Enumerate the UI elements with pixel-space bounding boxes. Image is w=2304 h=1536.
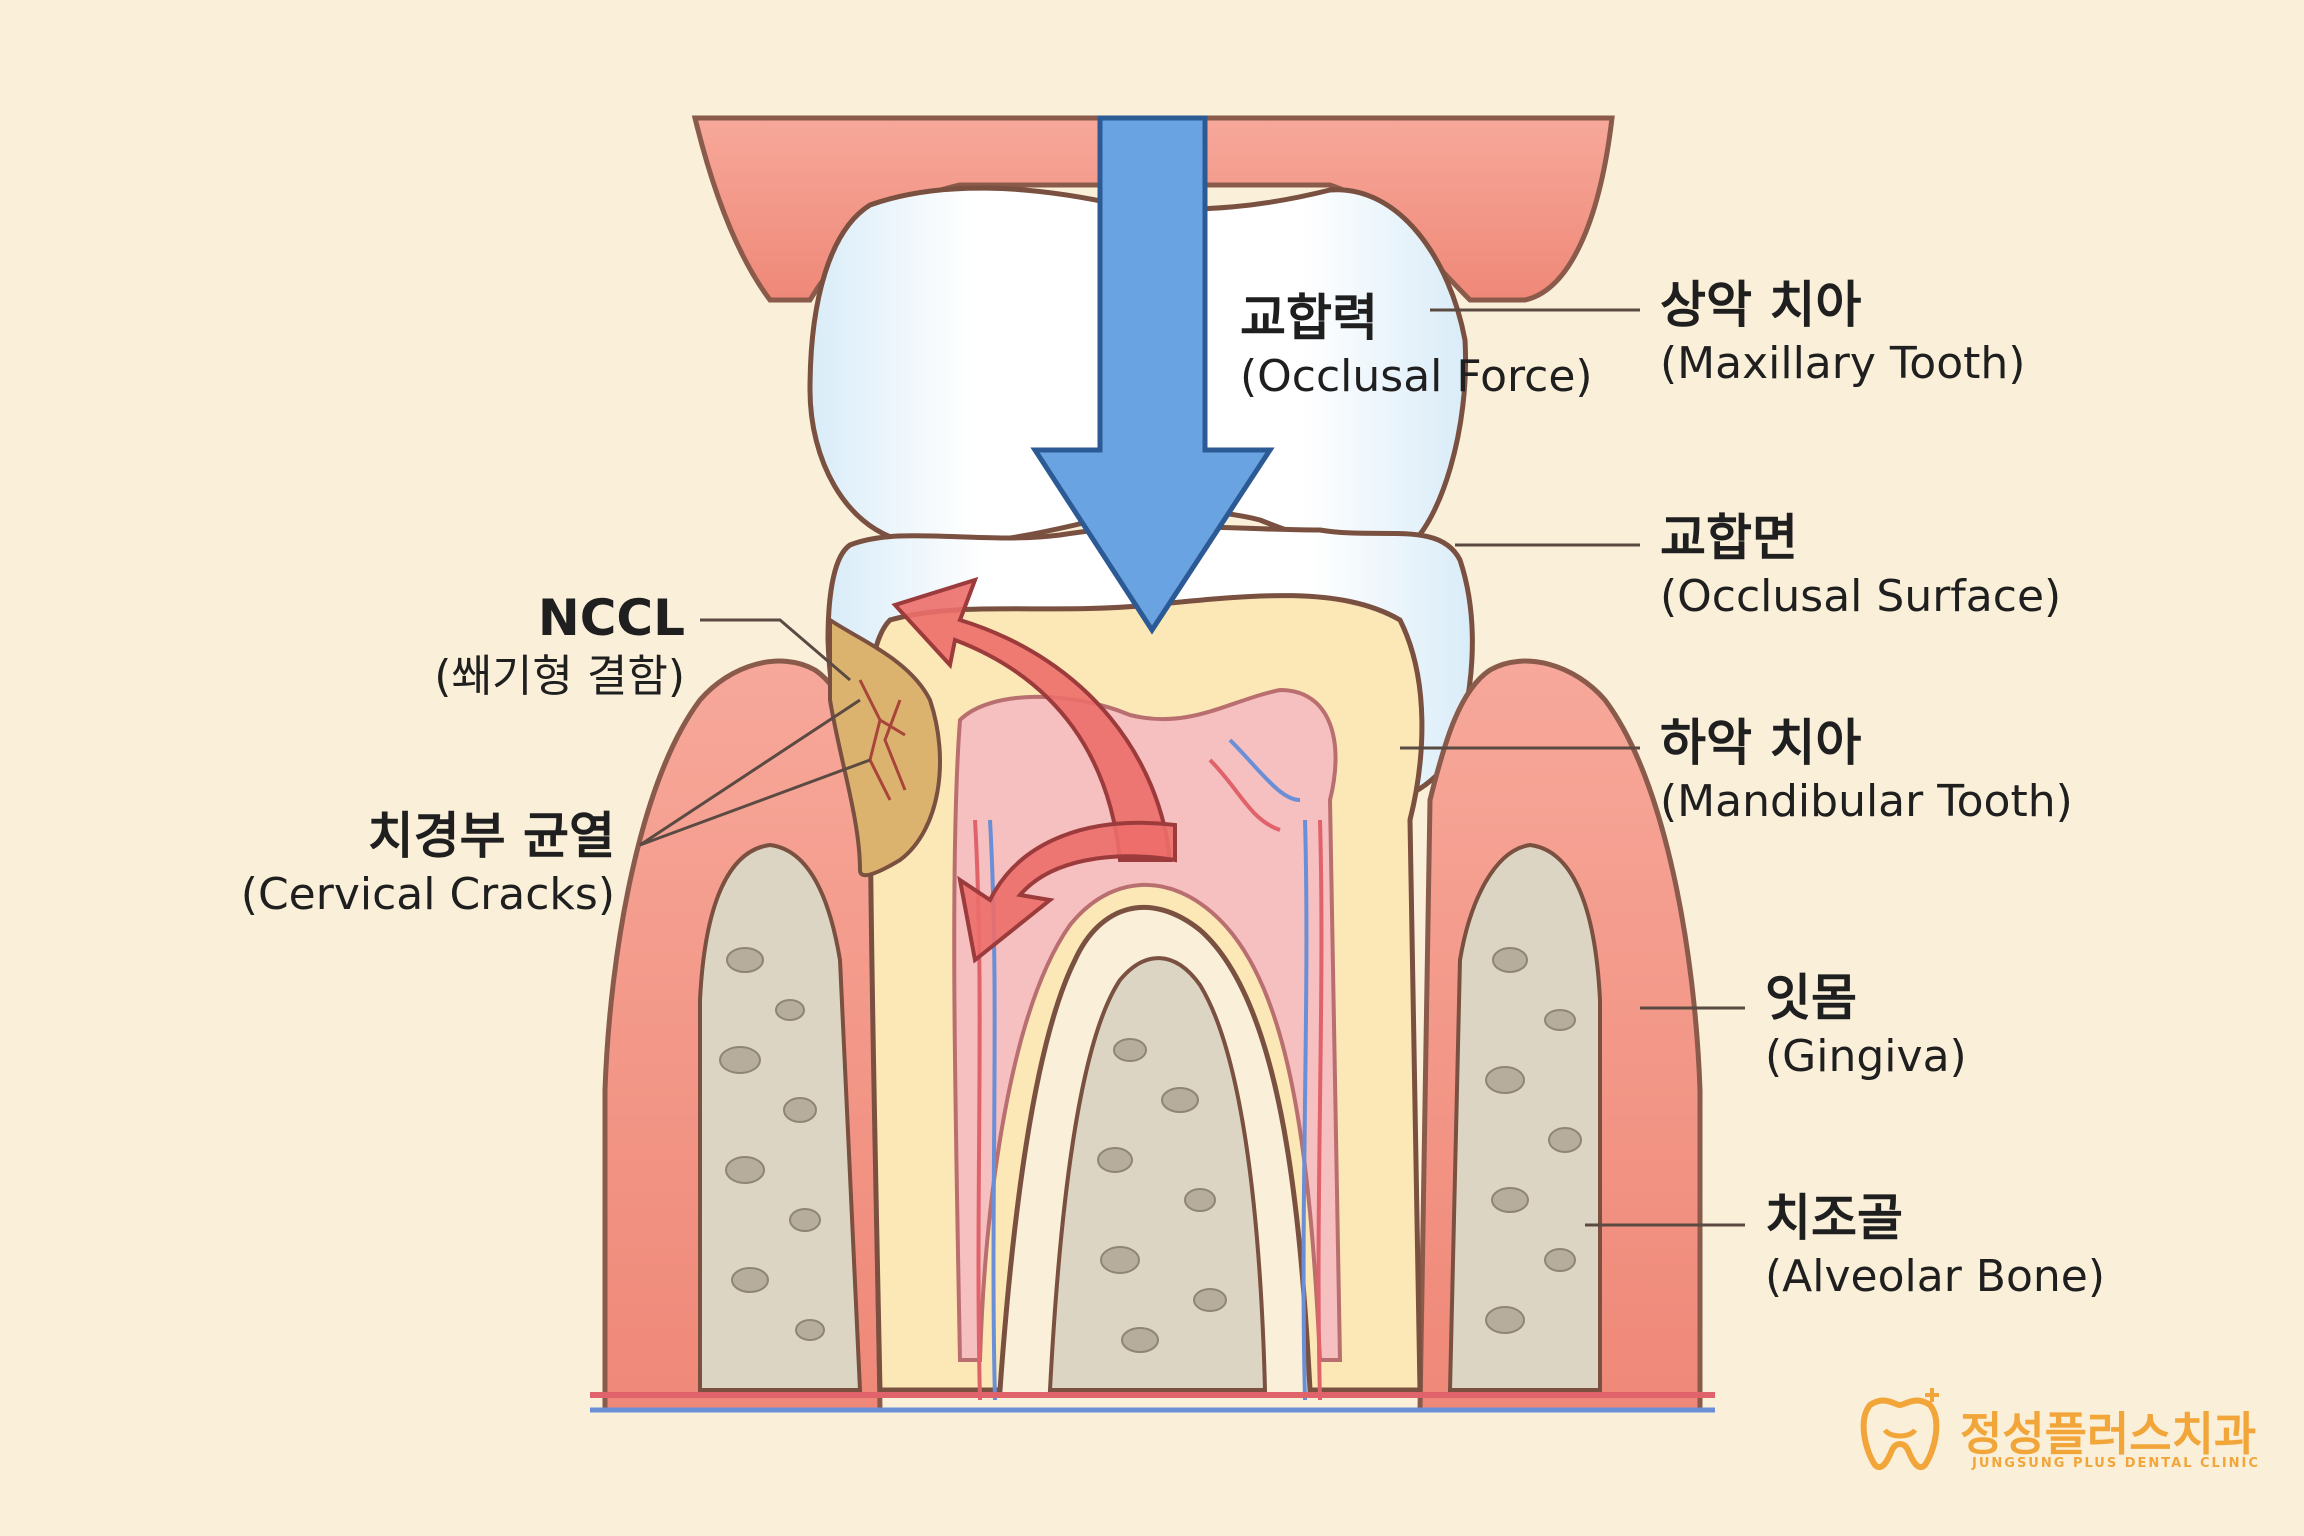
crack-lines <box>858 679 907 801</box>
label-cervical-cracks: 치경부 균열 (Cervical Cracks) <box>240 807 615 920</box>
label-occlusal-surface: 교합면 (Occlusal Surface) <box>1660 509 2062 622</box>
label-occlusal-force: 교합력 (Occlusal Force) <box>1240 289 1593 402</box>
clinic-name: 정성플러스치과 <box>1960 1407 2257 1461</box>
bone-trabeculae <box>719 947 1582 1353</box>
clinic-subname: JUNGSUNG PLUS DENTAL CLINIC <box>1972 1456 2260 1471</box>
stress-arrow-lower <box>957 820 1177 964</box>
clinic-logo: 정성플러스치과 JUNGSUNG PLUS DENTAL CLINIC <box>1850 1380 2258 1484</box>
label-mandibular-tooth: 하악 치아 (Mandibular Tooth) <box>1660 714 2073 827</box>
nccl-lesion <box>828 616 942 878</box>
occlusal-force-arrow <box>1030 115 1275 635</box>
pulp-vessels <box>973 738 1324 1401</box>
label-maxillary-tooth: 상악 치아 (Maxillary Tooth) <box>1660 276 2026 389</box>
alveolar-bone-right <box>1447 842 1602 1392</box>
label-alveolar-bone: 치조골 (Alveolar Bone) <box>1765 1189 2106 1302</box>
label-gingiva: 잇몸 (Gingiva) <box>1765 969 1967 1082</box>
leader-lines <box>639 308 1745 1227</box>
alveolar-bone-middle <box>1047 956 1268 1392</box>
tooth-logo-icon <box>1860 1388 1940 1471</box>
alveolar-bone-left <box>698 842 863 1392</box>
label-nccl: NCCL (쐐기형 결함) <box>434 589 685 702</box>
